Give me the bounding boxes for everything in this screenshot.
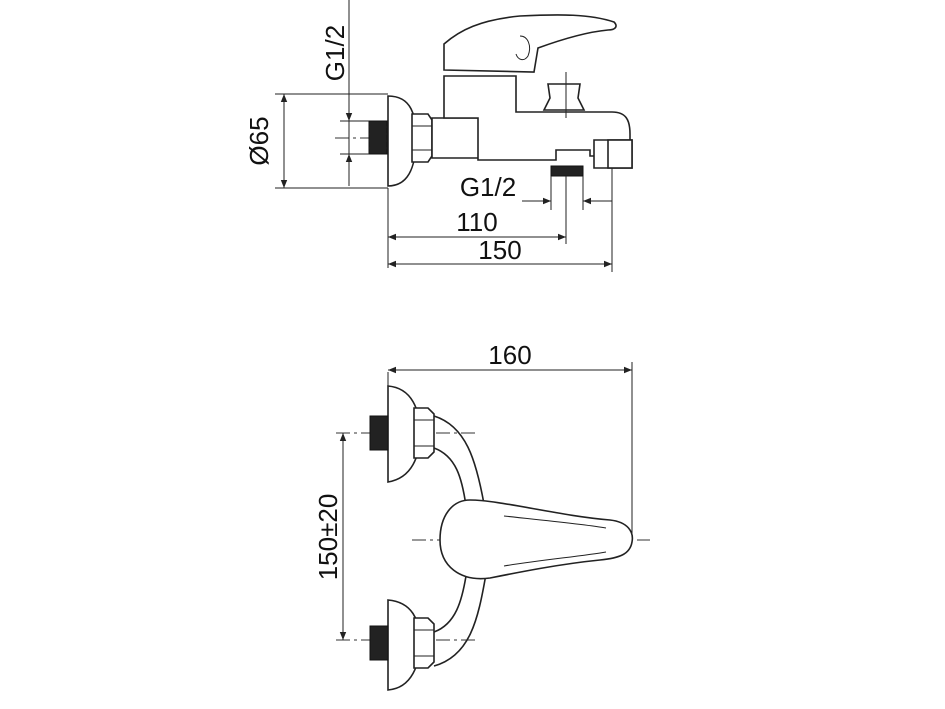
- top-handle-ridge: [503, 515, 607, 529]
- side-diverter-knob: [542, 83, 586, 111]
- top-upper-nut: [413, 407, 435, 459]
- top-upper-arm-inner: [433, 447, 467, 507]
- top-upper-thread: [369, 415, 389, 451]
- top-lower-nut: [413, 617, 435, 669]
- side-outlet-thread: [550, 165, 584, 177]
- side-aerator: [607, 139, 633, 169]
- top-lower-arm: [433, 573, 487, 667]
- inlet-spacing-label: 150±20: [313, 494, 343, 581]
- top-lower-arm-inner: [433, 575, 467, 633]
- top-upper-arm: [433, 415, 485, 505]
- outlet-thread-label: G1/2: [460, 172, 516, 202]
- side-inlet-thread: [368, 120, 388, 155]
- side-view: Ø65 G1/2 G1/2 110 150: [244, 0, 633, 272]
- top-view: 160 150±20: [313, 340, 650, 691]
- side-mixer-body: [443, 75, 631, 161]
- inlet-thread-label: G1/2: [320, 25, 350, 81]
- side-handle-pivot: [515, 35, 531, 61]
- side-nut: [411, 113, 433, 163]
- width-dim-label: 160: [488, 340, 531, 370]
- spout-length-label: 110: [456, 207, 497, 237]
- total-length-label: 150: [478, 235, 521, 265]
- diameter-dim-label: Ø65: [244, 116, 274, 165]
- top-handle-lever: [439, 499, 634, 580]
- top-lower-thread: [369, 625, 389, 661]
- side-handle-lever: [443, 14, 617, 73]
